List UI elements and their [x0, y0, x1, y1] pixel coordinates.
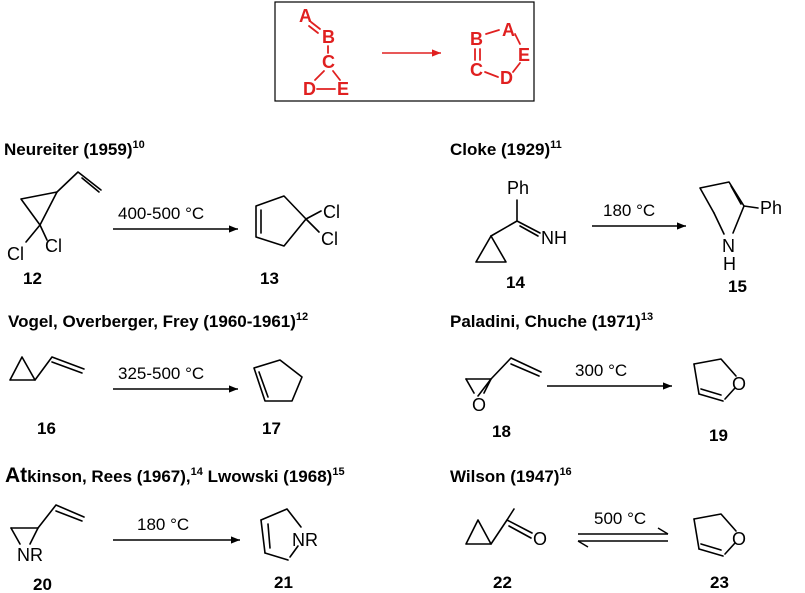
chlorine-label: Cl — [7, 244, 24, 264]
compound-label: 20 — [33, 575, 52, 593]
reaction-title: Neureiter (1959)10 — [4, 139, 145, 159]
compound-label: 15 — [728, 277, 747, 296]
reaction-condition: 180 °C — [137, 515, 189, 534]
general-reactant: A B C D E — [299, 6, 349, 99]
compound-label: 18 — [492, 422, 511, 441]
phenyl-label: Ph — [507, 178, 529, 198]
compound-label: 14 — [506, 273, 525, 292]
reaction-title: Wilson (1947)16 — [450, 466, 572, 486]
reaction-cloke: Cloke (1929)11 Ph NH 14 180 °C Ph N H 15 — [450, 139, 782, 296]
reaction-condition: 325-500 °C — [118, 364, 204, 383]
compound-label: 13 — [260, 269, 279, 288]
atom-label: B — [322, 27, 335, 47]
reaction-condition: 180 °C — [603, 201, 655, 220]
reaction-title: Cloke (1929)11 — [450, 139, 562, 159]
general-product: B A E C D — [470, 20, 530, 88]
hydrogen-label: H — [723, 254, 736, 274]
reaction-atkinson: Atkinson, Rees (1967),14 Lwowski (1968)1… — [5, 464, 345, 593]
oxygen-label: O — [732, 374, 746, 394]
compound-label: 21 — [274, 573, 293, 592]
atom-label: D — [303, 79, 316, 99]
compound-label: 12 — [23, 269, 42, 288]
imine-label: NH — [541, 228, 567, 248]
atom-label: C — [322, 52, 335, 72]
oxygen-label: O — [533, 529, 547, 549]
atom-label: E — [518, 45, 530, 65]
oxygen-label: O — [472, 395, 486, 415]
general-scheme: A B C D E B A E C D — [274, 1, 535, 102]
atom-label: B — [470, 29, 483, 49]
compound-label: 19 — [709, 426, 728, 445]
chlorine-label: Cl — [323, 202, 340, 222]
compound-label: 22 — [493, 573, 512, 592]
compound-label: 16 — [37, 419, 56, 438]
reaction-title: Paladini, Chuche (1971)13 — [450, 311, 653, 331]
reaction-condition: 300 °C — [575, 361, 627, 380]
chlorine-label: Cl — [321, 229, 338, 249]
reaction-paladini: Paladini, Chuche (1971)13 O 18 300 °C O … — [450, 311, 746, 445]
oxygen-label: O — [732, 529, 746, 549]
chlorine-label: Cl — [45, 236, 62, 256]
reaction-condition: 500 °C — [594, 509, 646, 528]
reaction-condition: 400-500 °C — [118, 204, 204, 223]
atom-label: E — [337, 79, 349, 99]
amine-nr-label: NR — [292, 530, 318, 550]
reaction-title: Vogel, Overberger, Frey (1960-1961)12 — [8, 311, 308, 331]
atom-label: D — [500, 68, 513, 88]
compound-label: 23 — [710, 573, 729, 592]
nitrogen-label: N — [722, 236, 735, 256]
general-scheme-frame — [274, 1, 535, 102]
atom-label: A — [502, 20, 515, 40]
reaction-title: Atkinson, Rees (1967),14 Lwowski (1968)1… — [5, 464, 345, 487]
compound-label: 17 — [262, 419, 281, 438]
reaction-vogel: Vogel, Overberger, Frey (1960-1961)12 16… — [8, 311, 308, 438]
phenyl-label: Ph — [760, 198, 782, 218]
atom-label: A — [299, 6, 312, 26]
reaction-neureiter: Neureiter (1959)10 Cl Cl 12 400-500 °C C… — [4, 139, 340, 288]
atom-label: C — [470, 60, 483, 80]
aziridine-nr-label: NR — [17, 545, 43, 565]
reaction-wilson: Wilson (1947)16 O 22 500 °C O 23 — [450, 466, 746, 592]
